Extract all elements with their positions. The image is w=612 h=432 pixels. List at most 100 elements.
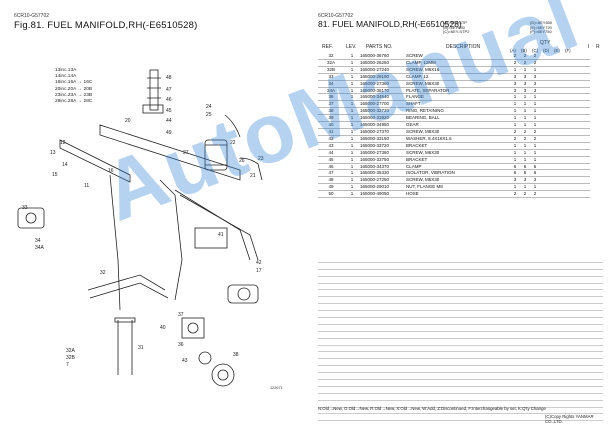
empty-cell [570, 183, 580, 192]
part-number-cell: 165000-27360 [360, 149, 406, 157]
empty-cell [570, 100, 580, 109]
qty-b-cell: 3 [520, 80, 530, 88]
qty-a-cell: 2 [510, 53, 520, 60]
empty-cell [580, 149, 590, 157]
empty-cell [540, 163, 550, 171]
header-description: DESCRIPTION [446, 44, 481, 50]
qty-a-cell: 1 [510, 66, 520, 74]
size-row: 16inc.16A → 16C [55, 80, 93, 86]
empty-cell [550, 114, 560, 123]
lev-cell: 1 [344, 149, 360, 157]
lev-cell: 1 [344, 114, 360, 123]
part-number-cell: 165000-33150 [360, 135, 406, 143]
ref-cell: 32 [318, 53, 344, 60]
legend-item: (E)=6EY720 [530, 24, 552, 30]
callout-label: 49 [166, 130, 172, 136]
empty-cell [560, 149, 570, 157]
lev-cell: 1 [344, 142, 360, 150]
qty-b-cell: 1 [520, 149, 530, 157]
qty-b-cell: 2 [520, 53, 530, 60]
qty-c-cell: 2 [530, 59, 540, 67]
ref-cell: 32A [318, 59, 344, 67]
empty-cell [580, 59, 590, 67]
legend-item: (D)=6EY650 [530, 20, 553, 25]
empty-cell [570, 87, 580, 95]
empty-cell [570, 190, 580, 199]
part-number-cell: 165000-29010 [360, 183, 406, 192]
qty-b-cell: 1 [520, 183, 530, 192]
part-number-cell: 165000-27360 [360, 80, 406, 88]
qty-a-cell: 3 [510, 176, 520, 185]
callout-label: 24 [206, 104, 212, 110]
description-cell: CLAMP, 12 [406, 73, 510, 81]
empty-cell [570, 53, 580, 60]
empty-cell [550, 100, 560, 109]
qty-a-cell: 6 [510, 169, 520, 178]
callout-label: 27 [183, 150, 189, 156]
empty-cell [540, 190, 550, 199]
qty-b-cell: 1 [520, 156, 530, 164]
qty-a-cell: 1 [510, 156, 520, 164]
qty-a-cell: 3 [510, 87, 520, 95]
size-row: 23inc.23A → 23B [55, 92, 93, 98]
empty-cell [570, 107, 580, 116]
header-lev: LEV. [346, 44, 357, 50]
empty-cell [560, 156, 570, 164]
description-cell: CLAMP [406, 163, 510, 171]
callout-label: 12 [60, 140, 66, 146]
qty-a-cell: 3 [510, 80, 520, 88]
empty-cell [550, 190, 560, 199]
callout-label: 31 [138, 345, 144, 351]
empty-cell [550, 66, 560, 74]
qty-c-cell: 1 [530, 107, 540, 116]
empty-cell [560, 107, 570, 116]
qty-a-cell: 1 [510, 93, 520, 102]
empty-cell [560, 80, 570, 88]
callout-label: 46 [166, 97, 172, 103]
empty-cell [580, 183, 590, 192]
callout-label: 20 [125, 118, 131, 124]
lev-cell: 1 [344, 100, 360, 109]
header-qty: QTY [540, 40, 551, 46]
qty-col-c: (C) [532, 48, 539, 53]
qty-c-cell: 2 [530, 128, 540, 136]
callout-label: 32A [66, 348, 75, 354]
empty-cell [580, 142, 590, 150]
empty-cell [580, 73, 590, 81]
empty-cell [540, 53, 550, 60]
qty-a-cell: 6 [510, 163, 520, 171]
qty-b-cell: 2 [520, 190, 530, 199]
qty-b-cell: 3 [520, 176, 530, 185]
qty-b-cell: 1 [520, 93, 530, 102]
empty-cell [560, 53, 570, 60]
callout-label: 16 [108, 168, 114, 174]
part-number-cell: 165000-49050 [360, 190, 406, 199]
empty-cell [580, 121, 590, 129]
qty-c-cell: 1 [530, 93, 540, 102]
empty-cell [580, 87, 590, 95]
empty-cell [540, 156, 550, 164]
empty-cell [540, 66, 550, 74]
qty-a-cell: 2 [510, 135, 520, 143]
empty-cell [560, 163, 570, 171]
ref-cell: 43 [318, 142, 344, 150]
copyright: (C)Copy Rights YANMAR CO.,LTD. [545, 414, 594, 424]
empty-cell [560, 176, 570, 185]
qty-b-cell: 1 [520, 121, 530, 129]
qty-a-cell: 2 [510, 190, 520, 199]
qty-a-cell: 1 [510, 121, 520, 129]
legend-item: (B)=6EY650 [443, 24, 465, 30]
description-cell: SCREW, M6X30 [406, 176, 510, 185]
description-cell: HOSE [406, 190, 510, 199]
callout-label: 14 [62, 162, 68, 168]
qty-c-cell: 1 [530, 100, 540, 109]
qty-col-e: (E) [554, 48, 560, 53]
legend-item: (C)=6EY-STP2 [443, 29, 470, 35]
